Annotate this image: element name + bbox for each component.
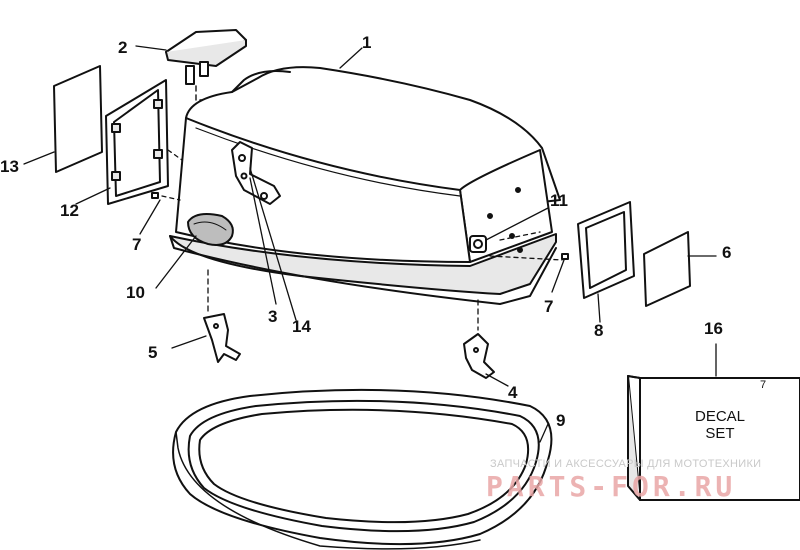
decal-line-1: DECAL (694, 408, 746, 425)
callout-9: 9 (556, 411, 566, 430)
right-frame-part (577, 201, 635, 299)
callout-7-right: 7 (544, 297, 554, 316)
callout-16: 16 (704, 319, 723, 338)
callout-4: 4 (508, 383, 518, 402)
callout-7-left: 7 (132, 235, 142, 254)
bracket-part (203, 313, 241, 363)
callout-6: 6 (722, 243, 732, 262)
engine-cowling-part (169, 66, 561, 305)
decal-set-box (627, 375, 800, 501)
callout-1: 1 (362, 33, 372, 52)
callout-10: 10 (126, 283, 145, 302)
latch-arm-part (231, 141, 281, 205)
callout-2: 2 (118, 38, 128, 57)
left-frame-part (105, 79, 169, 205)
decal-line-2: SET (705, 425, 735, 443)
leader-dash (195, 85, 241, 101)
grommet-part (469, 235, 487, 253)
bottom-seal-part (172, 388, 553, 550)
callout-8: 8 (594, 321, 604, 340)
watermark-logo: PARTS-FOR.RU (486, 470, 737, 503)
decal-set-label: DECAL SET (672, 408, 768, 443)
handle-grip-part (187, 213, 234, 246)
callout-14: 14 (292, 317, 311, 336)
callout-12: 12 (60, 201, 79, 220)
left-decal-part (53, 65, 103, 173)
callout-5: 5 (148, 343, 158, 362)
watermark-caption: ЗАПЧАСТИ И АКСЕССУАРЫ ДЛЯ МОТОТЕХНИКИ (490, 458, 762, 470)
callout-13: 13 (0, 157, 19, 176)
screw-left-part (151, 192, 159, 199)
bracket-right-part (463, 333, 495, 379)
screw-right-part (561, 253, 569, 260)
right-decal-part (643, 231, 691, 307)
callout-11: 11 (550, 191, 568, 210)
top-cap-part (165, 29, 247, 85)
callout-3: 3 (268, 307, 278, 326)
decal-box-mark: 7 (760, 379, 767, 391)
